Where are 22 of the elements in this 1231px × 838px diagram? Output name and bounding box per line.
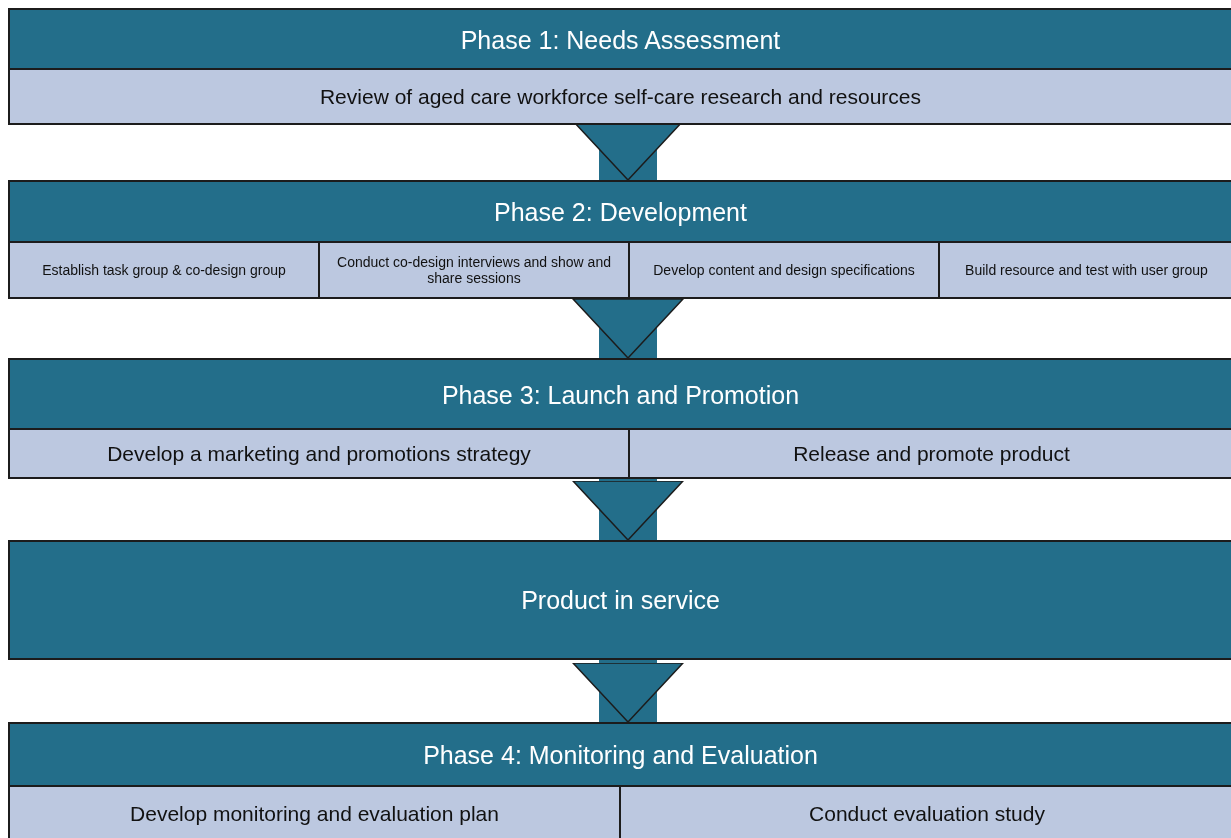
block-arrow: [572, 297, 684, 359]
step-box: Establish task group & co-design group: [8, 241, 320, 299]
step-box: Release and promote product: [628, 428, 1231, 479]
step-box: Conduct evaluation study: [619, 785, 1231, 838]
phase-panel: [8, 180, 1231, 297]
phase-heading: Phase 1: Needs Assessment: [459, 25, 782, 56]
phase-panel: [8, 540, 1231, 660]
step-box: Develop content and design specifications: [628, 241, 940, 299]
phase-panel: [8, 722, 1231, 838]
phase-heading: Phase 4: Monitoring and Evaluation: [422, 740, 819, 771]
step-box: Review of aged care workforce self-care research and resources: [8, 68, 1231, 125]
phase-panel: [8, 358, 1231, 477]
phase-heading: Phase 3: Launch and Promotion: [440, 380, 801, 411]
step-box: Conduct co-design interviews and show and share sessions: [318, 241, 630, 299]
step-box: Develop monitoring and evaluation plan: [8, 785, 621, 838]
block-arrow: [572, 660, 684, 723]
step-box: Build resource and test with user group: [938, 241, 1231, 299]
phase-heading: Phase 2: Development: [493, 197, 748, 228]
block-arrow: [572, 477, 684, 541]
phase-panel: [8, 8, 1231, 123]
step-box: Develop a marketing and promotions strategy: [8, 428, 630, 479]
phase-heading: Product in service: [520, 585, 721, 616]
